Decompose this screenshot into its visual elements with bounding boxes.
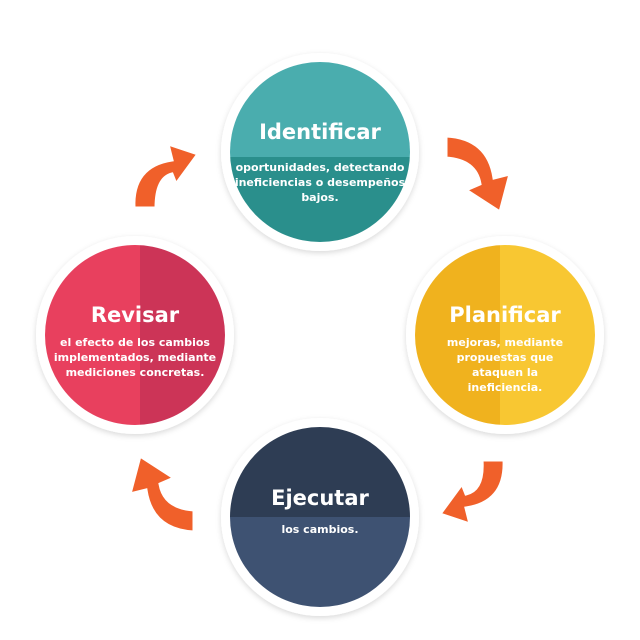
arrow-revisar-to-identificar	[132, 141, 201, 210]
arrow-ejecutar-to-revisar	[127, 453, 196, 534]
arrow-planificar-to-ejecutar	[437, 458, 506, 527]
step-description: mejoras, mediante propuestas que ataquen…	[446, 336, 564, 394]
step-ejecutar: Ejecutar los cambios.	[228, 486, 412, 537]
step-title: Revisar	[90, 303, 180, 327]
step-planificar: Planificar mejoras, mediante propuestas …	[413, 303, 597, 395]
step-description: oportunidades, detectando ineficiencias …	[234, 161, 406, 204]
arrow-identificar-to-planificar	[444, 134, 513, 215]
step-description: el efecto de los cambios implementados, …	[53, 336, 217, 379]
step-revisar: Revisar el efecto de los cambios impleme…	[43, 303, 227, 380]
step-title: Ejecutar	[271, 486, 369, 510]
step-title: Planificar	[449, 303, 561, 327]
step-description: los cambios.	[281, 523, 359, 536]
step-identificar: Identificar oportunidades, detectando in…	[228, 120, 412, 205]
step-title: Identificar	[259, 120, 381, 144]
